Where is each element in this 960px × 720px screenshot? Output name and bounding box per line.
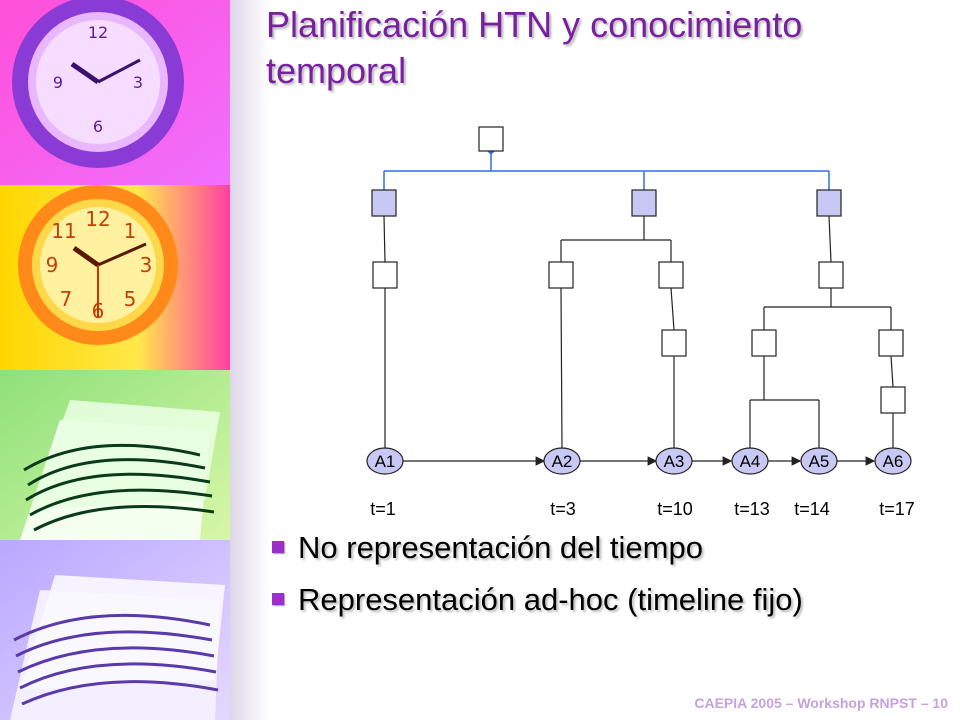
action-label: A1 [375,452,396,471]
time-label: t=10 [657,499,693,519]
bullet-square-icon [272,592,284,605]
time-label: t=14 [794,499,830,519]
svg-text:3: 3 [140,253,153,277]
compound-task-node [371,189,397,217]
slide-title: Planificación HTN y conocimiento tempora… [266,4,803,91]
svg-text:11: 11 [51,219,76,243]
action-node-a4: A4 [731,447,769,475]
root-task-node [478,126,504,152]
action-node-a2: A2 [543,447,581,475]
svg-text:7: 7 [60,287,73,311]
tree-edges [383,215,894,449]
time-label: t=13 [734,499,770,519]
action-label: A2 [552,452,573,471]
sidebar-fade [230,0,270,720]
bullet-item: Representación ad-hoc (timeline fijo) [272,582,803,618]
svg-text:12: 12 [85,207,110,231]
compound-task-node [631,189,657,217]
svg-text:12: 12 [88,23,108,42]
bullet-square-icon [272,540,284,553]
action-label: A5 [809,452,830,471]
time-label: t=3 [550,499,576,519]
compound-task-node [816,189,842,217]
subtask-node [818,261,844,289]
subtask-node [751,329,777,357]
papers-photo-violet [0,540,230,720]
action-label: A3 [664,452,685,471]
clock-photo-purple: 12 3 6 9 [0,0,230,185]
subtask-node [880,386,906,414]
time-label: t=17 [879,499,915,519]
svg-text:5: 5 [124,287,137,311]
subtask-node [878,329,904,357]
subtask-node [372,261,398,289]
bullet-text: No representación del tiempo [298,530,703,565]
action-label: A6 [883,452,904,471]
action-node-a1: A1 [366,447,404,475]
subtask-node [661,329,687,357]
action-label: A4 [740,452,761,471]
action-node-a3: A3 [655,447,693,475]
papers-photo-green [0,370,230,540]
svg-text:3: 3 [133,73,143,92]
action-node-a6: A6 [874,447,912,475]
svg-text:6: 6 [93,117,103,136]
action-node-a5: A5 [800,447,838,475]
root-connectors [383,151,830,190]
subtask-node [658,261,684,289]
subtask-node [548,261,574,289]
slide-footer: CAEPIA 2005 – Workshop RNPST – 10 [694,695,948,711]
bullet-item: No representación del tiempo [272,530,703,566]
svg-text:1: 1 [124,219,137,243]
svg-text:9: 9 [53,73,63,92]
bullet-text: Representación ad-hoc (timeline fijo) [298,582,803,617]
svg-text:9: 9 [46,253,59,277]
time-label: t=1 [370,499,396,519]
